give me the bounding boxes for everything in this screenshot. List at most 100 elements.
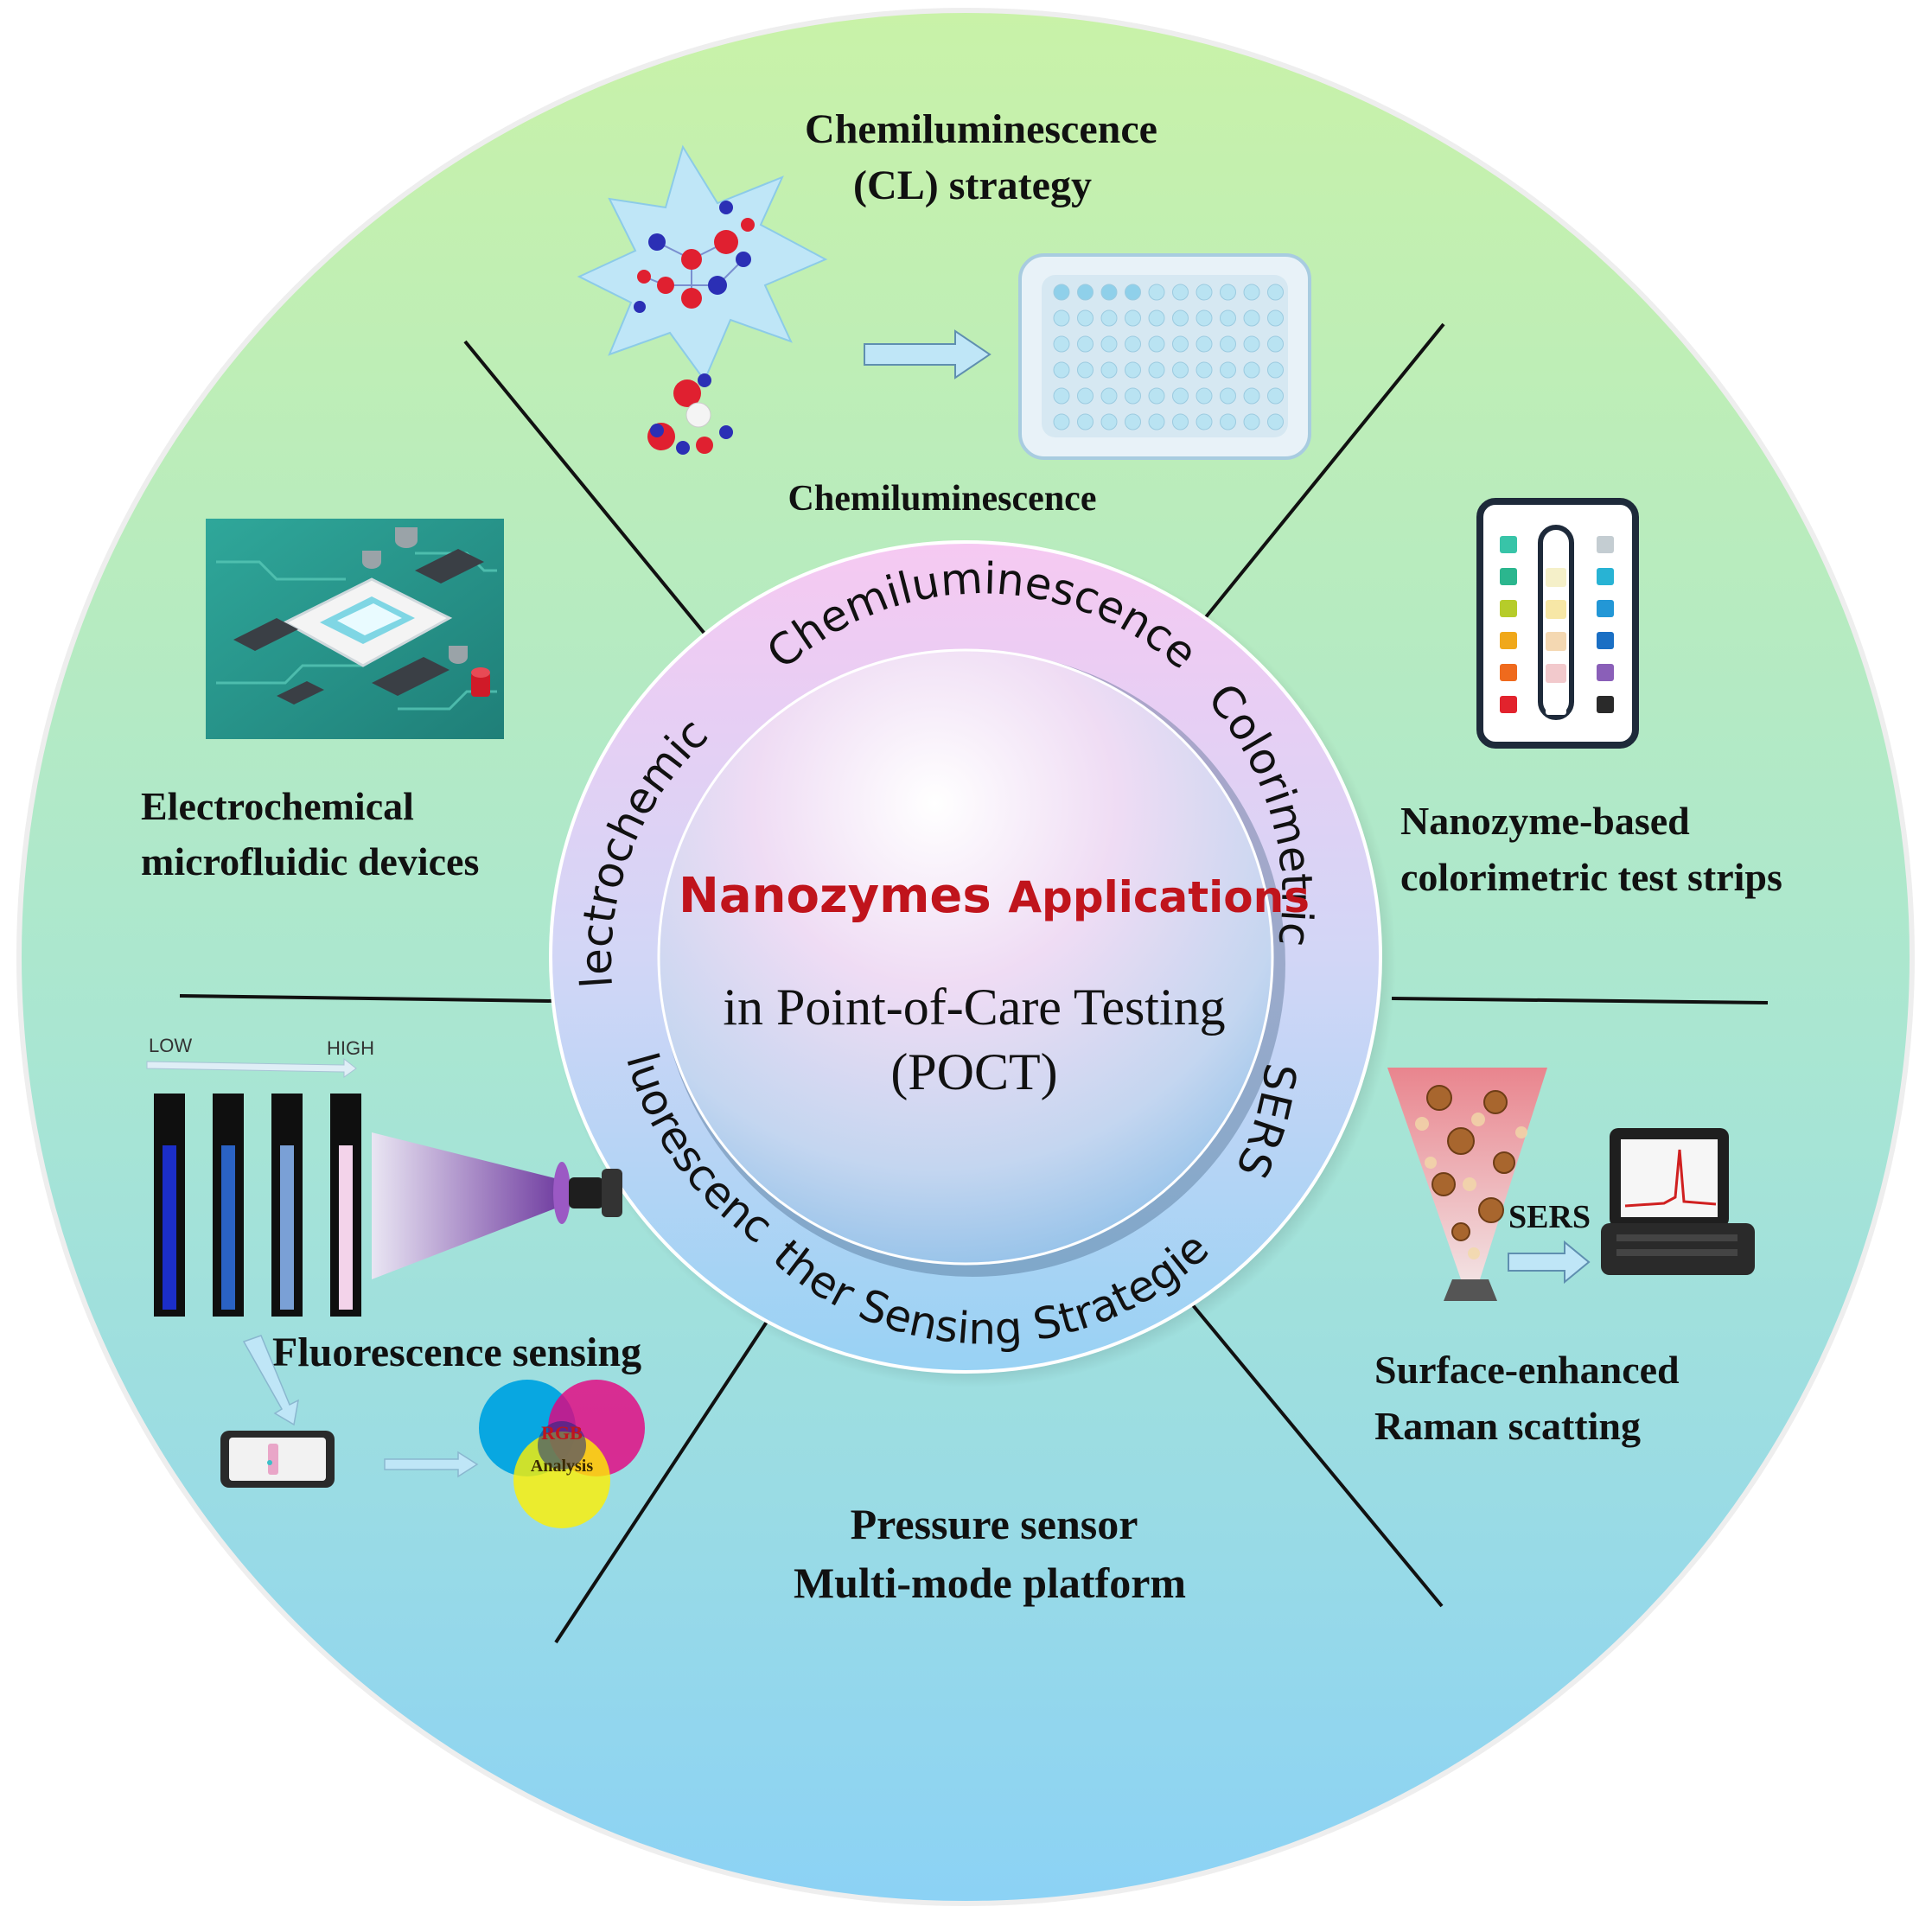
- right-lower-line1: Surface-enhanced: [1374, 1348, 1680, 1392]
- well: [1077, 309, 1094, 327]
- excitation-beam-icon: [372, 1132, 622, 1279]
- swatch: [1500, 664, 1517, 681]
- swatch: [1597, 664, 1614, 681]
- left-upper-line2: microfluidic devices: [141, 839, 479, 883]
- divider-top-right: [1200, 322, 1445, 624]
- swatch: [1546, 568, 1566, 587]
- swatch: [1546, 536, 1566, 555]
- well: [1077, 335, 1094, 353]
- sers-arrow-icon: [1508, 1240, 1591, 1285]
- right-arrow-icon: [864, 329, 992, 379]
- well: [1100, 335, 1118, 353]
- well: [1125, 309, 1141, 327]
- well: [1196, 335, 1213, 353]
- well: [1125, 413, 1141, 430]
- well: [1196, 413, 1213, 430]
- divider-bottom-right: [1191, 1304, 1444, 1608]
- test-strip-icon: [1476, 498, 1639, 749]
- well: [1243, 284, 1260, 301]
- gradient-arrow-icon: [146, 1057, 357, 1078]
- center-title-nanozymes: Nanozymes: [679, 868, 992, 924]
- strip-swatches: [1500, 536, 1614, 715]
- swatch: [1597, 536, 1614, 553]
- right-lower-line2: Raman scatting: [1374, 1404, 1641, 1448]
- well-grid: [1053, 284, 1284, 430]
- analysis-label: Analysis: [531, 1457, 593, 1476]
- divider-bottom-left: [554, 1312, 774, 1644]
- divider-top-left: [463, 340, 715, 646]
- swatch: [1500, 536, 1517, 553]
- cuvette-solution: [280, 1145, 294, 1310]
- down-arrow-icon: [242, 1335, 300, 1426]
- cuvette-solution: [339, 1145, 353, 1310]
- rgb-venn-icon: [479, 1380, 645, 1528]
- top-title-line2: (CL) strategy: [853, 163, 1092, 208]
- well: [1172, 284, 1189, 301]
- well: [1053, 335, 1070, 353]
- sers-arrow-label: SERS: [1508, 1199, 1591, 1235]
- well: [1196, 361, 1213, 379]
- well: [1077, 284, 1094, 301]
- well: [1220, 413, 1236, 430]
- well: [1220, 335, 1236, 353]
- well: [1148, 309, 1165, 327]
- high-label: HIGH: [327, 1037, 374, 1059]
- swatch: [1597, 696, 1614, 713]
- swatch: [1546, 664, 1566, 683]
- center-subtitle-line1: in Point-of-Care Testing: [723, 979, 1225, 1036]
- well: [1172, 387, 1189, 405]
- cuvette-solution: [163, 1145, 176, 1310]
- well: [1053, 284, 1070, 301]
- well: [1196, 284, 1213, 301]
- well: [1148, 413, 1165, 430]
- left-lower-title: Fluorescence sensing: [272, 1330, 641, 1375]
- low-label: LOW: [149, 1035, 192, 1056]
- inner-disc: [657, 648, 1274, 1266]
- well: [1267, 284, 1284, 301]
- well: [1100, 413, 1118, 430]
- well: [1267, 387, 1284, 405]
- well: [1267, 335, 1284, 353]
- well: [1148, 361, 1165, 379]
- well: [1196, 387, 1213, 405]
- top-caption: Chemiluminescence: [788, 479, 1097, 519]
- well: [1125, 284, 1141, 301]
- smartphone-icon: [220, 1431, 335, 1488]
- well: [1172, 361, 1189, 379]
- swatch: [1546, 600, 1566, 619]
- well: [1243, 361, 1260, 379]
- right-upper-line2: colorimetric test strips: [1400, 855, 1782, 899]
- divider-left: [179, 994, 554, 1003]
- well: [1172, 335, 1189, 353]
- center-title-applications: Applications: [1008, 872, 1310, 922]
- well: [1196, 309, 1213, 327]
- circuit-board-icon: [206, 519, 504, 739]
- swatch: [1500, 696, 1517, 713]
- well: [1220, 309, 1236, 327]
- swatch: [1597, 632, 1614, 649]
- well: [1148, 387, 1165, 405]
- well: [1077, 387, 1094, 405]
- molecule-burst-icon: [577, 144, 828, 383]
- well: [1077, 361, 1094, 379]
- center-title: Nanozymes Applications: [679, 868, 1310, 924]
- well: [1172, 309, 1189, 327]
- raman-spectrometer-icon: [1601, 1128, 1755, 1275]
- bottom-line1: Pressure sensor: [851, 1500, 1138, 1548]
- swatch: [1546, 632, 1566, 651]
- arrow-to-rgb-icon: [384, 1451, 479, 1478]
- well: [1100, 309, 1118, 327]
- well: [1243, 309, 1260, 327]
- cuvette-solution: [221, 1145, 235, 1310]
- well: [1053, 309, 1070, 327]
- center-subtitle-line2: (POCT): [890, 1043, 1057, 1100]
- well: [1100, 387, 1118, 405]
- swatch: [1597, 600, 1614, 617]
- well: [1267, 309, 1284, 327]
- well: [1148, 284, 1165, 301]
- well: [1100, 361, 1118, 379]
- well: [1053, 413, 1070, 430]
- well: [1100, 284, 1118, 301]
- well: [1243, 387, 1260, 405]
